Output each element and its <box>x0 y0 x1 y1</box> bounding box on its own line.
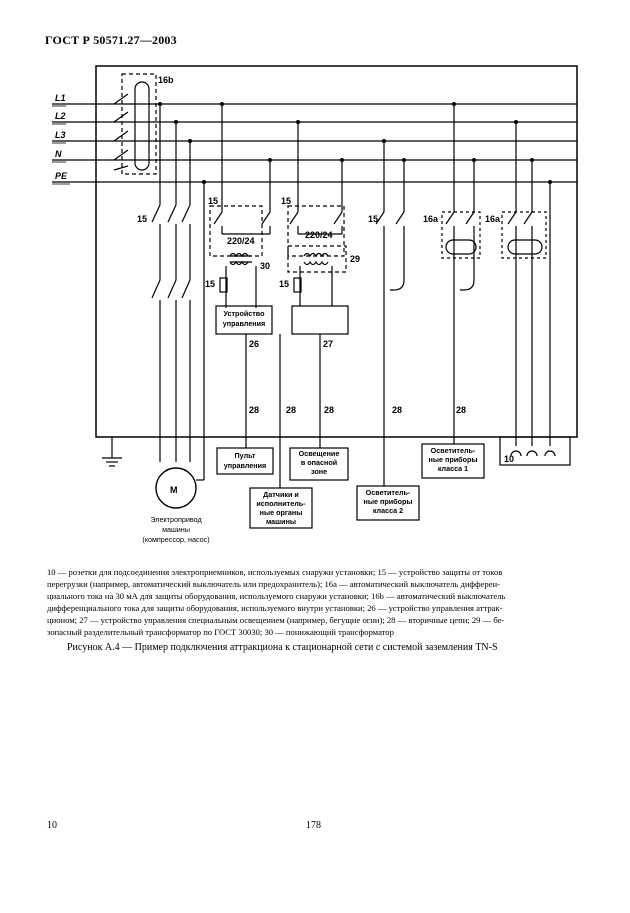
lamps-class1-box <box>421 443 485 479</box>
motor-caption-2: машины <box>162 525 190 534</box>
lighting-line3: зоне <box>311 467 327 476</box>
control-device-line1: Устройство <box>224 309 266 318</box>
legend-line: 10 — розетки для подсоединения электропр… <box>47 567 503 577</box>
lamps2-line3: класса 2 <box>373 506 403 515</box>
figure-caption: Рисунок А.4 — Пример подключения аттракц… <box>67 642 498 653</box>
motor-letter: M <box>170 485 178 495</box>
label-15d: 15 <box>281 196 291 206</box>
lighting-line2: в опасной <box>301 458 337 467</box>
label-29: 29 <box>350 254 360 264</box>
label-28c: 28 <box>324 405 334 415</box>
motor-caption-3: (компрессор, насос) <box>142 535 209 544</box>
outlets-feeder <box>501 122 551 446</box>
motor-caption-1: Электропривод <box>150 515 202 524</box>
bus-underlines <box>52 105 70 185</box>
lighting-feeder <box>287 122 349 448</box>
junction-dots <box>158 102 552 184</box>
lamps1-line1: Осветитель- <box>431 446 476 455</box>
page-number-left: 10 <box>47 820 57 831</box>
lamps1-line3: класса 1 <box>438 464 468 473</box>
bus-label-l2: L2 <box>55 111 66 121</box>
sensors-line3: ные органы <box>260 508 303 517</box>
label-16a-a: 16a <box>423 214 439 224</box>
class1-feeder <box>441 104 481 444</box>
socket-3 <box>544 450 556 457</box>
sensors-line4: машины <box>266 517 296 526</box>
lamps-class2-box <box>356 485 420 521</box>
label-10: 10 <box>504 454 514 464</box>
remote-line2: управления <box>224 461 266 470</box>
bus-label-n: N <box>55 149 62 159</box>
legend-line: дифференциального тока для защиты оборуд… <box>47 603 503 613</box>
lighting-box <box>289 447 349 481</box>
remote-control-box <box>216 447 274 475</box>
lamps2-line1: Осветитель- <box>366 488 411 497</box>
label-15a: 15 <box>137 214 147 224</box>
label-220-24-b: 220/24 <box>305 230 333 240</box>
lamps1-line2: ные приборы <box>429 455 478 464</box>
bus-label-pe: PE <box>55 171 68 181</box>
page-number-center: 178 <box>306 820 321 831</box>
label-30: 30 <box>260 261 270 271</box>
remote-line1: Пульт <box>235 451 256 460</box>
control-device-line2: управления <box>223 319 265 328</box>
label-28b: 28 <box>286 405 296 415</box>
label-15b: 15 <box>208 196 218 206</box>
label-15f: 15 <box>368 214 378 224</box>
bus-label-l1: L1 <box>55 93 66 103</box>
socket-2 <box>526 450 538 457</box>
legend-line: перегрузки (например, автоматический вык… <box>47 579 500 589</box>
main-rcd-16b <box>113 73 157 175</box>
label-28e: 28 <box>456 405 466 415</box>
label-16b: 16b <box>158 75 174 85</box>
outlets-box <box>499 436 571 466</box>
control-feeder <box>209 104 273 448</box>
legend-line: циального тока на 30 мА для защиты обору… <box>47 591 506 601</box>
lighting-line1: Освещение <box>299 449 340 458</box>
earth-symbol <box>102 437 122 467</box>
label-15c: 15 <box>205 279 215 289</box>
bus-label-l3: L3 <box>55 130 66 140</box>
class2-feeder <box>375 141 405 486</box>
sensors-box <box>249 487 313 529</box>
lamps2-line2: ные приборы <box>364 497 413 506</box>
installation-enclosure <box>95 65 578 438</box>
label-28d: 28 <box>392 405 402 415</box>
document-header: ГОСТ Р 50571.27—2003 <box>45 33 177 47</box>
legend-line: ционом; 27 — устройство управления специ… <box>47 615 505 625</box>
motor-symbol <box>155 467 197 509</box>
sensors-line2: исполнитель- <box>256 499 306 508</box>
circuit-diagram: L1 L2 L3 N PE 16b <box>52 65 578 544</box>
socket-1 <box>510 450 522 457</box>
label-26: 26 <box>249 339 259 349</box>
label-28a: 28 <box>249 405 259 415</box>
motor-feeder <box>151 104 205 481</box>
legend-line: зопасный разделительный трансформатор по… <box>47 627 394 637</box>
sensors-line1: Датчики и <box>263 490 299 499</box>
label-220-24-a: 220/24 <box>227 236 255 246</box>
label-15e: 15 <box>279 279 289 289</box>
label-27: 27 <box>323 339 333 349</box>
figure-legend: 10 — розетки для подсоединения электропр… <box>47 566 587 638</box>
bus-lines <box>52 103 577 183</box>
label-16a-b: 16a <box>485 214 501 224</box>
